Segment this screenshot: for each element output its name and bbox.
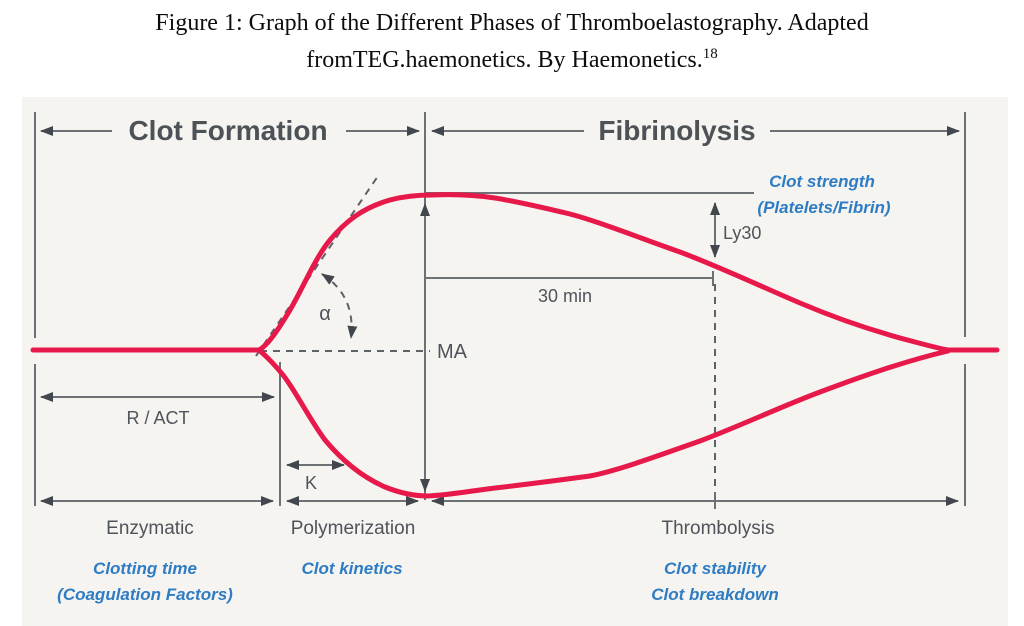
teg-lower-curve bbox=[256, 347, 951, 499]
figure-caption-line1: Figure 1: Graph of the Different Phases … bbox=[155, 10, 869, 36]
thirty-min-label: 30 min bbox=[538, 286, 592, 306]
clot-formation-label: Clot Formation bbox=[128, 115, 327, 146]
figure-background-panel bbox=[22, 97, 1008, 626]
figure-caption-line2-text: fromTEG.haemonetics. By Haemonetics. bbox=[306, 47, 703, 73]
r-act-label: R / ACT bbox=[126, 408, 189, 428]
alpha-angle-arc bbox=[321, 273, 358, 339]
k-label: K bbox=[305, 473, 317, 493]
clotting-time-label: Clotting time bbox=[93, 559, 197, 578]
alpha-label: α bbox=[319, 303, 331, 325]
thrombolysis-label: Thrombolysis bbox=[662, 518, 775, 539]
fibrinolysis-label: Fibrinolysis bbox=[598, 115, 755, 146]
clot-kinetics-label: Clot kinetics bbox=[301, 559, 402, 578]
clot-strength-label-line2: (Platelets/Fibrin) bbox=[757, 198, 891, 217]
clot-strength-label-line1: Clot strength bbox=[769, 172, 875, 191]
clot-breakdown-label: Clot breakdown bbox=[651, 585, 779, 604]
alpha-tangent-dashed-line bbox=[255, 175, 379, 357]
teg-upper-curve bbox=[256, 192, 951, 353]
ly30-label: Ly30 bbox=[723, 223, 761, 243]
citation-superscript: 18 bbox=[702, 46, 718, 62]
figure-caption-line2: fromTEG.haemonetics. By Haemonetics.18 bbox=[0, 39, 1024, 76]
enzymatic-label: Enzymatic bbox=[106, 518, 194, 539]
ma-label: MA bbox=[437, 341, 468, 363]
coagulation-factors-label: (Coagulation Factors) bbox=[57, 585, 233, 604]
figure-caption: Figure 1: Graph of the Different Phases … bbox=[0, 8, 1024, 76]
polymerization-label: Polymerization bbox=[291, 518, 416, 539]
clot-stability-label: Clot stability bbox=[664, 559, 768, 578]
